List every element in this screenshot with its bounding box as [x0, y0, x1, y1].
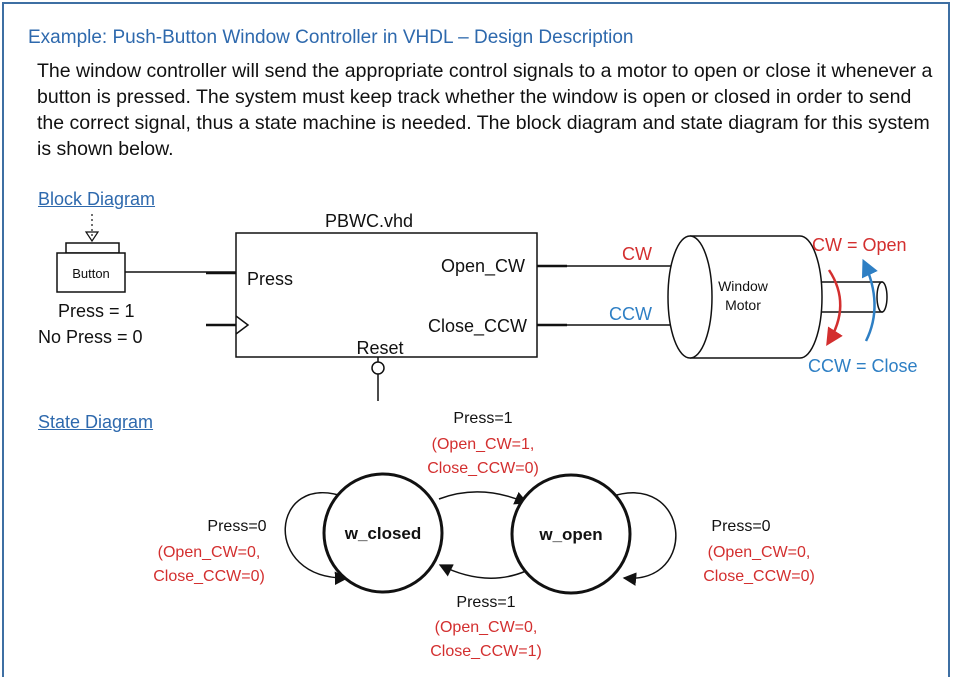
- press-one-label: Press = 1: [58, 301, 135, 321]
- transition-open-to-closed: [438, 564, 527, 579]
- transition-closed-to-open: [438, 491, 529, 505]
- state-diagram-heading[interactable]: State Diagram: [38, 412, 154, 432]
- ccw-signal-label: CCW: [609, 304, 652, 324]
- motor-body: [690, 235, 823, 359]
- left-output-line2: Close_CCW=0): [153, 568, 265, 585]
- top-output-line1: (Open_CW=1,: [432, 436, 535, 453]
- clock-triangle-icon: [235, 315, 250, 335]
- button-cap: [65, 242, 120, 254]
- bottom-press-label: Press=1: [456, 594, 515, 611]
- top-press-label: Press=1: [453, 410, 512, 427]
- cw-signal-label: CW: [622, 244, 652, 264]
- bottom-output-line2: Close_CCW=1): [430, 643, 542, 660]
- no-press-label: No Press = 0: [38, 327, 143, 347]
- window-motor: Window Motor: [667, 235, 888, 359]
- button-label: Button: [72, 266, 110, 281]
- reset-bubble-icon: [371, 361, 385, 375]
- motor-label-line1: Window: [718, 278, 769, 294]
- state-w-closed[interactable]: [322, 472, 444, 594]
- port-close-label: Close_CCW: [428, 316, 527, 337]
- right-press-label: Press=0: [711, 518, 770, 535]
- right-output-line1: (Open_CW=0,: [708, 544, 811, 561]
- top-output-line2: Close_CCW=0): [427, 460, 539, 477]
- left-output-line1: (Open_CW=0,: [158, 544, 261, 561]
- state-w-closed-label: w_closed: [344, 524, 422, 543]
- cw-open-label: CW = Open: [812, 235, 907, 255]
- block-diagram-heading[interactable]: Block Diagram: [38, 189, 156, 209]
- entity-name: PBWC.vhd: [325, 211, 413, 231]
- motor-face: [667, 235, 713, 359]
- shaft-end: [876, 281, 888, 313]
- push-button[interactable]: Button: [56, 214, 126, 293]
- closed-self-loop: [284, 492, 349, 586]
- design-description: The window controller will send the appr…: [37, 60, 933, 160]
- entity-box: [235, 232, 538, 358]
- cw-rotation-arrow: [826, 269, 843, 346]
- slide-title: Example: Push-Button Window Controller i…: [28, 27, 634, 48]
- port-open-label: Open_CW: [441, 256, 525, 277]
- open-self-loop: [609, 492, 677, 586]
- ccw-rotation-arrow: [861, 258, 878, 342]
- press-arrow-icon: [84, 231, 100, 243]
- ccw-close-label: CCW = Close: [808, 356, 918, 376]
- motor-label-line2: Motor: [725, 297, 761, 313]
- port-reset-label: Reset: [356, 338, 403, 358]
- bottom-output-line1: (Open_CW=0,: [435, 619, 538, 636]
- state-w-open-label: w_open: [538, 525, 602, 544]
- left-press-label: Press=0: [207, 518, 266, 535]
- port-press-label: Press: [247, 269, 293, 289]
- right-output-line2: Close_CCW=0): [703, 568, 815, 585]
- entity-block: PBWC.vhd Press Open_CW Close_CCW Reset: [235, 211, 538, 358]
- state-w-open[interactable]: [510, 473, 632, 595]
